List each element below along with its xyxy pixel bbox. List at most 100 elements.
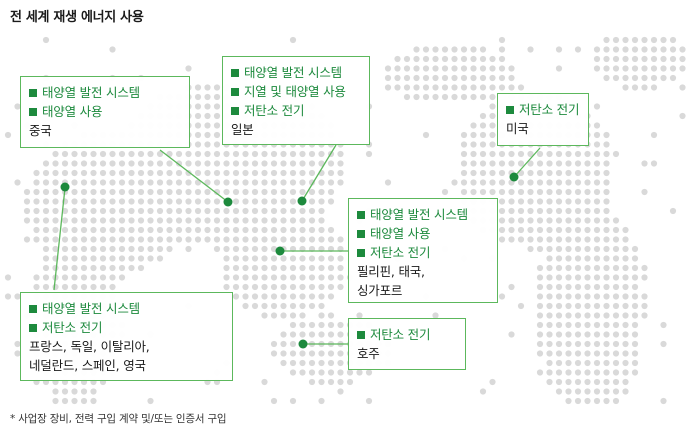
map-dot xyxy=(470,179,477,186)
map-dot xyxy=(118,179,126,186)
map-dot xyxy=(460,131,468,139)
map-dot xyxy=(185,217,192,224)
map-dot xyxy=(565,179,572,186)
footnote: * 사업장 장비, 전력 구입 계약 및/또는 인증서 구입 xyxy=(10,413,227,425)
map-dot xyxy=(156,169,164,177)
map-dot xyxy=(289,160,297,167)
map-dot xyxy=(508,150,515,158)
map-dot xyxy=(194,112,202,120)
map-dot xyxy=(327,378,335,386)
map-dot xyxy=(593,150,601,158)
map-dot xyxy=(498,150,506,158)
map-dot xyxy=(593,397,601,405)
map-dot xyxy=(603,36,610,44)
map-dot xyxy=(308,198,316,205)
map-dot xyxy=(498,169,506,177)
map-dot xyxy=(631,74,639,82)
map-dot xyxy=(565,236,572,243)
map-dot xyxy=(622,84,629,91)
map-dot xyxy=(42,198,50,205)
map-dot xyxy=(61,236,69,243)
map-dot xyxy=(356,312,363,319)
map-dot xyxy=(622,274,629,281)
map-dot xyxy=(546,274,553,281)
map-dot xyxy=(318,312,325,319)
map-dot xyxy=(622,264,629,272)
map-dot xyxy=(80,388,88,395)
map-dot xyxy=(593,131,601,139)
map-dot xyxy=(318,321,325,329)
map-dot xyxy=(261,169,268,177)
map-dot xyxy=(593,321,601,329)
map-dot xyxy=(536,179,544,186)
map-dot xyxy=(603,369,610,376)
map-dot xyxy=(61,160,69,167)
map-dot xyxy=(489,378,496,386)
map-dot xyxy=(308,369,316,376)
map-dot xyxy=(194,103,202,110)
map-dot xyxy=(223,160,230,167)
map-dot xyxy=(574,397,582,405)
map-dot xyxy=(593,198,601,205)
map-dot xyxy=(90,150,97,158)
map-dot xyxy=(289,293,297,300)
map-dot xyxy=(251,207,259,215)
map-dot xyxy=(555,179,563,186)
map-dot xyxy=(612,264,620,272)
map-dot xyxy=(403,93,411,101)
map-dot xyxy=(289,255,297,262)
map-dot xyxy=(175,217,183,224)
map-dot xyxy=(223,274,230,281)
map-dot xyxy=(451,93,458,101)
map-dot xyxy=(679,112,686,120)
map-dot xyxy=(23,236,31,243)
map-dot xyxy=(147,217,154,224)
map-dot xyxy=(565,150,572,158)
marker-asia xyxy=(275,246,285,256)
map-dot xyxy=(232,179,240,186)
map-dot xyxy=(289,179,297,186)
map-dot xyxy=(128,198,135,205)
map-dot xyxy=(270,198,278,205)
map-dot xyxy=(584,274,591,281)
map-dot xyxy=(565,188,572,196)
map-dot xyxy=(147,160,154,167)
map-dot xyxy=(194,122,202,129)
map-dot xyxy=(175,236,183,243)
map-dot xyxy=(261,312,268,319)
map-dot xyxy=(470,74,477,82)
map-dot xyxy=(517,198,525,205)
map-dot xyxy=(584,312,591,319)
map-dot xyxy=(460,169,468,177)
map-dot xyxy=(261,274,268,281)
map-dot xyxy=(270,350,278,357)
map-dot xyxy=(565,207,572,215)
card-location: 필리핀, 태국, xyxy=(357,264,425,279)
map-dot xyxy=(318,378,325,386)
map-dot xyxy=(574,226,582,234)
map-dot xyxy=(555,321,563,329)
map-dot xyxy=(185,179,192,186)
map-dot xyxy=(71,274,78,281)
map-dot xyxy=(137,264,145,272)
map-dot xyxy=(612,293,620,300)
map-dot xyxy=(536,312,544,319)
map-dot xyxy=(90,388,97,395)
bullet-square-icon xyxy=(231,106,239,115)
map-dot xyxy=(232,207,240,215)
map-dot xyxy=(593,207,601,215)
map-dot xyxy=(118,274,126,281)
map-dot xyxy=(365,150,373,158)
map-dot xyxy=(299,369,306,376)
map-dot xyxy=(308,274,316,281)
map-dot xyxy=(422,74,430,82)
map-dot xyxy=(622,255,629,262)
map-dot xyxy=(99,274,107,281)
map-dot xyxy=(584,198,591,205)
map-dot xyxy=(90,255,97,262)
map-dot xyxy=(318,274,325,281)
map-dot xyxy=(555,350,563,357)
map-dot xyxy=(660,55,667,63)
map-dot xyxy=(603,65,610,72)
map-dot xyxy=(489,55,496,63)
